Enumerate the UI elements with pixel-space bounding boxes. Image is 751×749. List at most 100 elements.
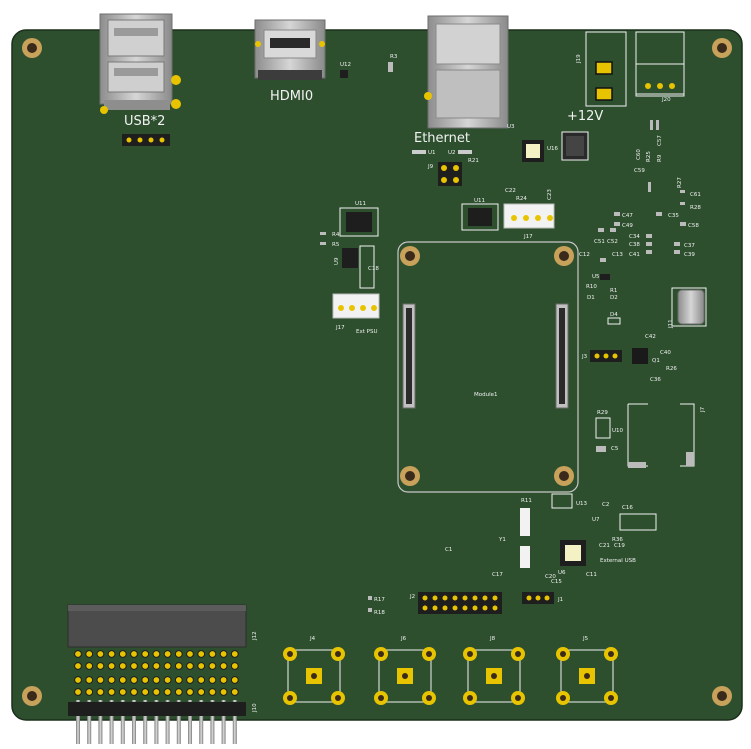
header-pad <box>186 688 194 696</box>
svg-text:C37: C37 <box>684 243 695 249</box>
svg-text:R18: R18 <box>374 610 385 616</box>
svg-text:C2: C2 <box>602 502 609 508</box>
svg-text:U11: U11 <box>474 198 485 204</box>
terminal-j20: J20 <box>635 31 685 103</box>
svg-text:R24: R24 <box>516 196 527 202</box>
header-pad <box>174 688 183 696</box>
svg-text:R28: R28 <box>690 205 701 211</box>
u12: U12 <box>340 62 351 78</box>
header-pin <box>199 700 204 744</box>
header-pad <box>208 662 217 670</box>
passives-right-upper: C60 R25 R9 C57 C59 R27 C61 R28 <box>634 120 701 211</box>
mounting-holes <box>22 38 732 706</box>
header-pad <box>186 650 194 658</box>
header-pad <box>74 662 82 670</box>
svg-text:C5: C5 <box>611 446 619 452</box>
svg-text:R1: R1 <box>610 288 617 294</box>
svg-text:C23: C23 <box>547 189 553 200</box>
header-pad <box>85 650 94 658</box>
q1: C42 C40 Q1 R26 C36 <box>632 334 677 383</box>
header-pin <box>132 700 136 744</box>
header-pad <box>130 650 138 658</box>
header-pin <box>210 700 215 744</box>
j11-usb-c: J11 <box>668 287 707 329</box>
header-pad <box>118 688 127 696</box>
svg-text:R9: R9 <box>657 154 663 162</box>
svg-text:U6: U6 <box>558 570 566 576</box>
sma-ref-j8: J8 <box>489 636 496 642</box>
usb-connector <box>99 13 181 114</box>
compute-module: Module1 <box>397 241 579 493</box>
header-pad <box>174 676 183 684</box>
board-outline <box>11 29 743 721</box>
svg-text:C57: C57 <box>657 135 663 146</box>
svg-text:C21: C21 <box>599 543 610 549</box>
j17-ext-psu: J17 Ext PSU <box>332 293 380 335</box>
svg-text:D4: D4 <box>610 312 618 318</box>
svg-text:J7: J7 <box>700 406 706 413</box>
j7-card-slot: J7 R29 U10 C5 <box>595 403 706 468</box>
header-pad <box>130 676 138 684</box>
svg-text:U2: U2 <box>448 150 456 156</box>
svg-text:J10: J10 <box>252 703 258 713</box>
header-pad <box>219 650 228 658</box>
header-pad <box>163 676 172 684</box>
sma-connector-j5: J5 <box>556 636 618 705</box>
svg-text:C13: C13 <box>612 252 623 258</box>
svg-text:U3: U3 <box>507 124 515 130</box>
c1-ref: C1 <box>445 547 452 553</box>
svg-text:R17: R17 <box>374 597 385 603</box>
header-pad <box>208 688 217 696</box>
svg-text:C42: C42 <box>645 334 656 340</box>
header-pad <box>230 650 239 658</box>
svg-text:R25: R25 <box>646 151 652 162</box>
svg-text:J3: J3 <box>581 354 588 360</box>
header-pin <box>76 700 80 744</box>
header-pad <box>230 662 239 670</box>
header-pad <box>219 676 228 684</box>
j12-j10-header: J12 J10 <box>67 604 258 744</box>
header-pad <box>118 650 127 658</box>
svg-text:C16: C16 <box>622 505 633 511</box>
header-pad <box>219 688 228 696</box>
sma-ref-j5: J5 <box>582 636 589 642</box>
header-pin <box>221 700 226 744</box>
header-pad <box>107 662 116 670</box>
svg-text:J1: J1 <box>557 597 563 603</box>
header-pin <box>176 700 181 744</box>
header-pad <box>96 676 105 684</box>
j3-header: J3 <box>581 350 622 362</box>
header-pin <box>109 700 114 744</box>
svg-text:C12: C12 <box>579 252 590 258</box>
svg-text:C38: C38 <box>629 242 640 248</box>
svg-text:External USB: External USB <box>600 558 636 564</box>
svg-text:J17: J17 <box>523 234 533 240</box>
header-pad <box>107 688 116 696</box>
r21-ref: R21 <box>468 158 479 164</box>
u11-upper: U11 <box>461 198 499 231</box>
svg-text:U11: U11 <box>355 201 366 207</box>
svg-text:Module1: Module1 <box>474 392 498 398</box>
svg-text:C36: C36 <box>650 377 661 383</box>
svg-text:J12: J12 <box>252 631 258 641</box>
header-pad <box>141 662 150 670</box>
header-pin <box>98 700 103 744</box>
j18 <box>561 131 589 161</box>
svg-text:C51: C51 <box>594 239 605 245</box>
r17-r18: R17 R18 <box>368 596 385 616</box>
header-pin <box>165 700 170 744</box>
header-pad <box>130 688 138 696</box>
header-pad <box>186 676 194 684</box>
u16: U16 <box>522 140 559 162</box>
svg-text:C39: C39 <box>684 252 695 258</box>
svg-text:R36: R36 <box>612 537 623 543</box>
header-pad <box>141 676 150 684</box>
header-pad <box>197 688 206 696</box>
header-pad <box>163 650 172 658</box>
header-pad <box>107 676 116 684</box>
svg-text:Ext PSU: Ext PSU <box>356 329 377 335</box>
header-pad <box>208 676 217 684</box>
svg-text:C52: C52 <box>607 239 618 245</box>
j17-upper: C22 R24 C23 J17 <box>503 188 555 240</box>
